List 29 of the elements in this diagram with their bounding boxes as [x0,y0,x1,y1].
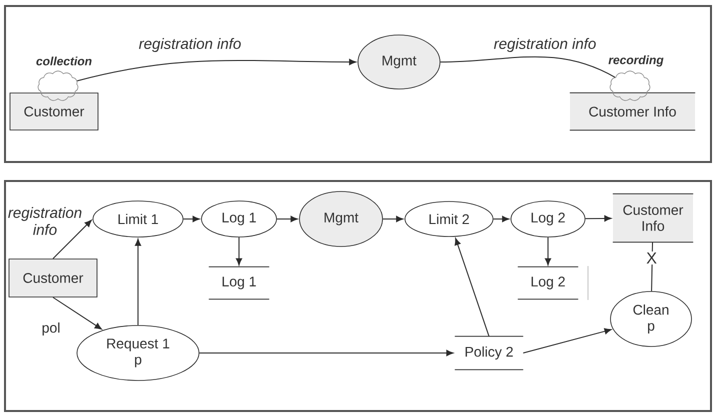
arrow [584,215,612,222]
data-store: Log 1 [208,266,270,300]
entity-box: Customer [8,258,98,298]
connector [651,242,654,292]
arrow [76,58,356,82]
edge-label: registration info [138,37,242,53]
arrow [236,236,242,266]
arrow [276,216,298,222]
arrow [382,216,404,222]
arrow [182,216,200,222]
arrow [454,238,490,337]
data-store: Log 2 [517,266,579,300]
arrow [134,238,142,326]
data-store: Customer Info [612,193,694,243]
arrow [198,350,454,356]
data-store: Policy 2 [454,336,524,370]
arrow [492,216,510,222]
connector [440,56,616,78]
arrow [544,236,552,266]
edge-label: registration info [8,206,82,235]
arrow [52,296,102,330]
edge-label: registration info [492,37,598,53]
arrow [522,328,612,354]
cloud-label: collection [36,56,92,66]
edge-label: pol [40,321,62,336]
data-store: Customer Info [569,92,696,131]
cloud-label: recording [608,55,664,67]
arrow [52,220,92,260]
entity-box: Customer [10,92,98,130]
